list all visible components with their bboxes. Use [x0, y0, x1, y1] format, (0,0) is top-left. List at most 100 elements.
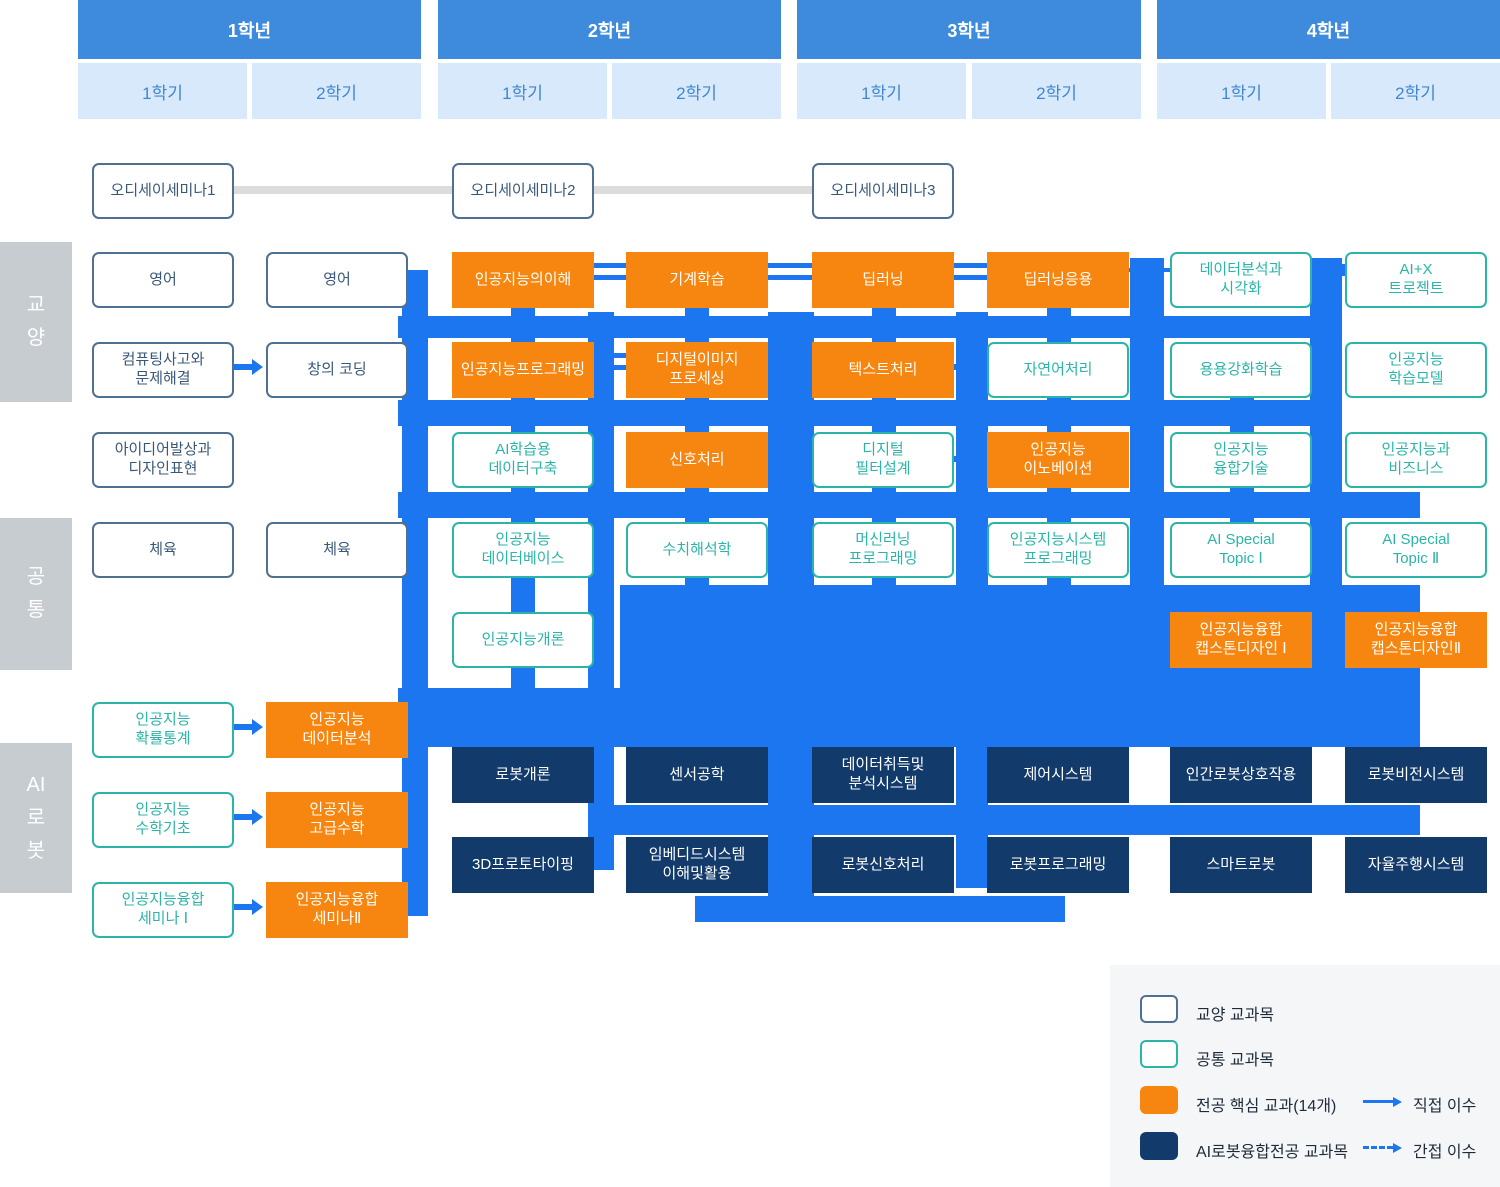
- course-box: 인공지능 이노베이션: [987, 432, 1129, 488]
- legend-swatch-liberal: [1140, 995, 1178, 1023]
- course-box: 디지털이미지 프로세싱: [626, 342, 768, 398]
- connector-bar: [954, 364, 987, 370]
- odyssey-seminar-box: 오디세이세미나3: [812, 163, 954, 219]
- course-box: AI+X 트로젝트: [1345, 252, 1487, 308]
- semester-cell: 2학기: [1331, 63, 1500, 119]
- connector-bar: [594, 353, 626, 358]
- course-box: 인공지능융합 세미나 Ⅰ: [92, 882, 234, 938]
- direct-arrow-connector: [234, 359, 263, 375]
- connector-pipe: [872, 392, 896, 436]
- course-box: 딥러닝응용: [987, 252, 1129, 308]
- connector-pipe: [1047, 392, 1071, 436]
- connector-pipe: [511, 574, 535, 616]
- semester-cell: 1학기: [1157, 63, 1326, 119]
- legend-label: AI로봇융합전공 교과목: [1196, 1144, 1349, 1161]
- legend-arrow-label: 간접 이수: [1413, 1144, 1477, 1161]
- legend-label: 공통 교과목: [1196, 1052, 1275, 1069]
- course-box: 인공지능프로그래밍: [452, 342, 594, 398]
- connector-bar: [954, 456, 987, 462]
- connector-bar: [1129, 268, 1170, 272]
- section-label-airobot: AI 로 봇: [0, 743, 72, 893]
- legend-swatch-core: [1140, 1086, 1178, 1114]
- connector-pipe: [398, 316, 1340, 338]
- course-box: 인공지능 수학기초: [92, 792, 234, 848]
- course-box: 인공지능개론: [452, 612, 594, 668]
- course-box: 3D프로토타이핑: [452, 837, 594, 893]
- solid-arrow-icon: [1363, 1097, 1402, 1107]
- course-box: 용용강화학습: [1170, 342, 1312, 398]
- course-box: 영어: [266, 252, 408, 308]
- connector-pipe: [398, 688, 650, 747]
- semester-cell: 1학기: [438, 63, 607, 119]
- year-header-3: 3학년: [797, 0, 1141, 59]
- course-box: 인공지능의이해: [452, 252, 594, 308]
- connector-bar: [768, 263, 812, 268]
- course-box: 기계학습: [626, 252, 768, 308]
- odyssey-seminar-box: 오디세이세미나1: [92, 163, 234, 219]
- course-box: 인공지능과 비즈니스: [1345, 432, 1487, 488]
- course-box: AI학습용 데이터구축: [452, 432, 594, 488]
- course-box: 텍스트처리: [812, 342, 954, 398]
- course-box: 머신러닝 프로그래밍: [812, 522, 954, 578]
- course-box: 인공지능 융합기술: [1170, 432, 1312, 488]
- course-box: 인공지능 데이터베이스: [452, 522, 594, 578]
- connector-pipe: [1047, 484, 1071, 526]
- connector-pipe: [511, 484, 535, 526]
- course-box: 체육: [266, 522, 408, 578]
- year-header-4: 4학년: [1157, 0, 1500, 59]
- course-box: 스마트로봇: [1170, 837, 1312, 893]
- course-box: 디지털 필터설계: [812, 432, 954, 488]
- connector-bar: [954, 263, 987, 268]
- course-box: 인공지능 학습모델: [1345, 342, 1487, 398]
- course-box: 영어: [92, 252, 234, 308]
- odyssey-connector-line: [234, 186, 452, 194]
- course-box: 인간로봇상호작용: [1170, 747, 1312, 803]
- course-box: 임베디드시스템 이해및활용: [626, 837, 768, 893]
- semester-cell: 2학기: [252, 63, 421, 119]
- odyssey-connector-line: [594, 186, 812, 194]
- legend-label: 전공 핵심 교과(14개): [1196, 1098, 1337, 1115]
- connector-bar: [594, 365, 626, 370]
- course-box: 인공지능 데이터분석: [266, 702, 408, 758]
- connector-pipe: [872, 484, 896, 526]
- course-box: 로봇프로그래밍: [987, 837, 1129, 893]
- course-box: 로봇비전시스템: [1345, 747, 1487, 803]
- connector-pipe: [511, 392, 535, 436]
- connector-pipe: [695, 896, 1065, 922]
- section-label-common: 공 통: [0, 518, 72, 670]
- connector-bar: [594, 275, 626, 280]
- connector-pipe: [592, 805, 1420, 835]
- course-box: 로봇개론: [452, 747, 594, 803]
- connector-pipe: [511, 664, 535, 692]
- course-box: 인공지능융합 캡스톤디자인 Ⅰ: [1170, 612, 1312, 668]
- course-box: 체육: [92, 522, 234, 578]
- course-box: 인공지능융합 캡스톤디자인Ⅱ: [1345, 612, 1487, 668]
- course-box: 인공지능융합 세미나Ⅱ: [266, 882, 408, 938]
- course-box: 신호처리: [626, 432, 768, 488]
- year-header-2: 2학년: [438, 0, 781, 59]
- odyssey-seminar-box: 오디세이세미나2: [452, 163, 594, 219]
- semester-cell: 2학기: [612, 63, 781, 119]
- connector-pipe: [685, 484, 709, 526]
- course-box: 아이디어발상과 디자인표현: [92, 432, 234, 488]
- legend-panel: 교양 교과목 공통 교과목 전공 핵심 교과(14개) AI로봇융합전공 교과목…: [1110, 965, 1500, 1187]
- connector-pipe: [685, 392, 709, 436]
- connector-bar: [1312, 264, 1345, 276]
- connector-pipe: [1230, 392, 1254, 436]
- course-box: 인공지능 확률통계: [92, 702, 234, 758]
- legend-swatch-robot: [1140, 1132, 1178, 1160]
- year-header-1: 1학년: [78, 0, 421, 59]
- connector-pipe: [1230, 484, 1254, 526]
- legend-swatch-common: [1140, 1040, 1178, 1068]
- direct-arrow-connector: [234, 899, 263, 915]
- connector-bar: [954, 275, 987, 280]
- connector-pipe: [398, 492, 1420, 518]
- course-box: AI Special Topic Ⅰ: [1170, 522, 1312, 578]
- course-box: 로봇신호처리: [812, 837, 954, 893]
- course-box: 인공지능시스템 프로그래밍: [987, 522, 1129, 578]
- section-label-liberal: 교 양: [0, 242, 72, 402]
- course-box: 센서공학: [626, 747, 768, 803]
- course-box: 컴퓨팅사고와 문제해결: [92, 342, 234, 398]
- course-box: 제어시스템: [987, 747, 1129, 803]
